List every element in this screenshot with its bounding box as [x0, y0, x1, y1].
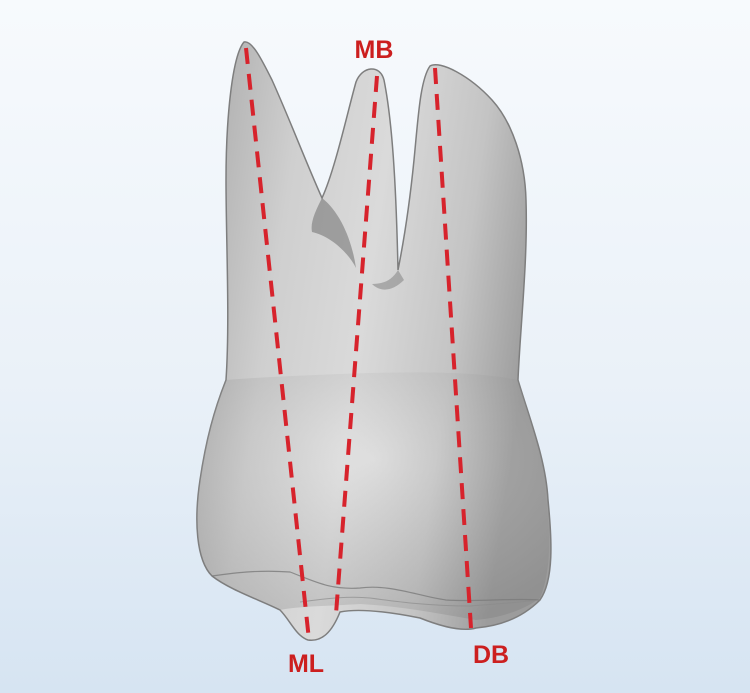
crown-shading — [197, 372, 549, 620]
mb-label: MB — [355, 36, 394, 64]
ml-label: ML — [288, 650, 324, 678]
db-label: DB — [473, 641, 509, 669]
